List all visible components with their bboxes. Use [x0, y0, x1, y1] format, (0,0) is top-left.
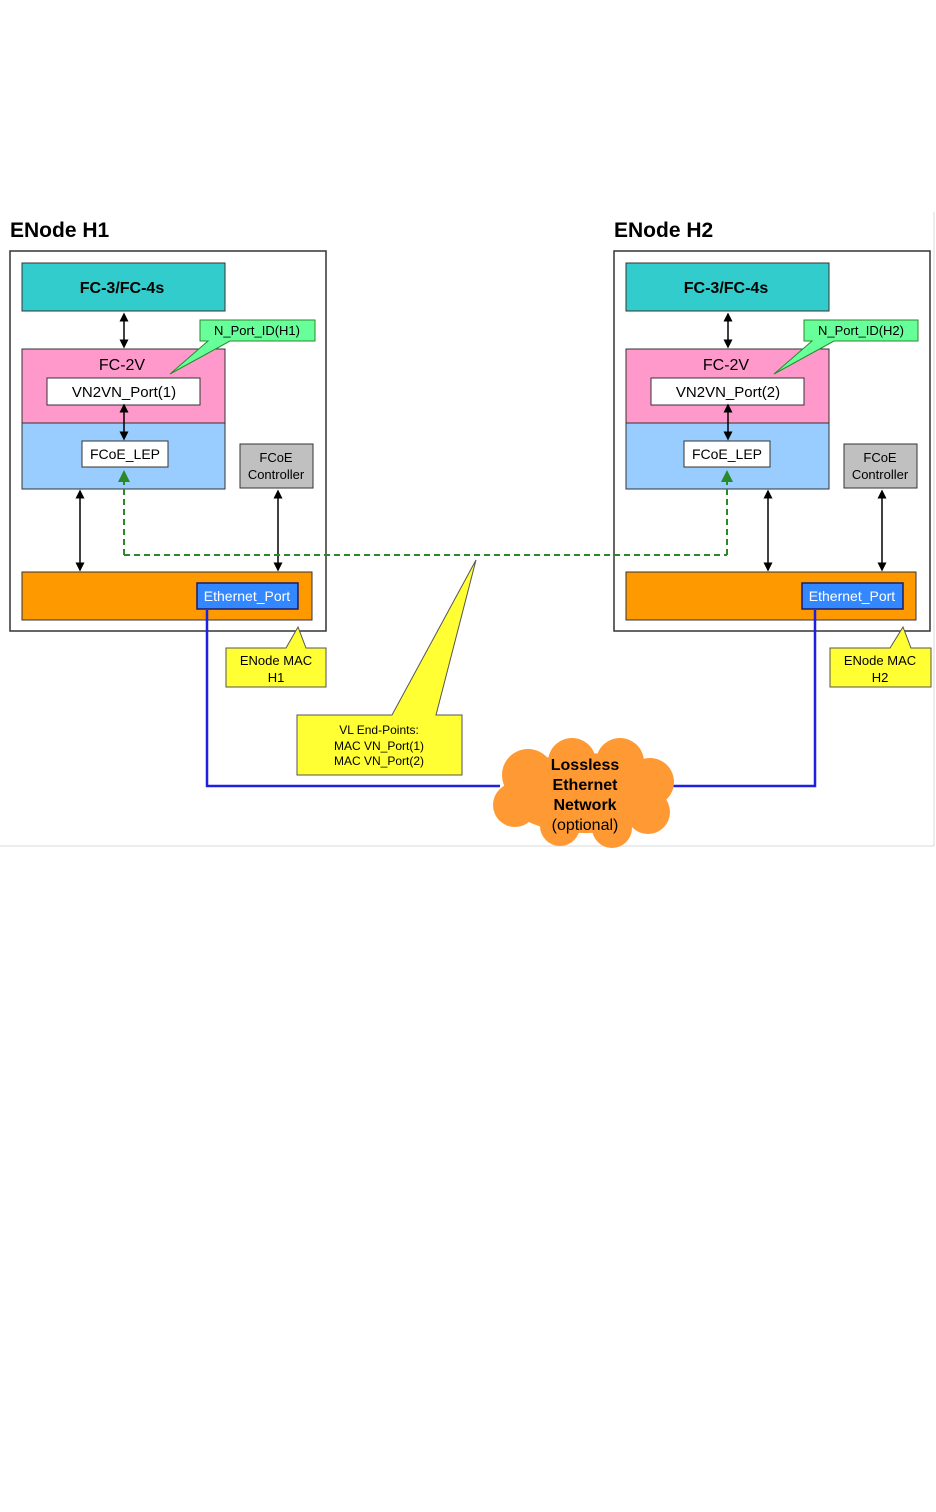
h2-fc34-box — [625, 262, 830, 312]
cloud-line-4: (optional) — [552, 817, 619, 834]
h1-lep-label: FCoE_LEP — [90, 446, 160, 462]
h1-controller-box — [239, 443, 314, 489]
h2-mac-label-1: ENode MAC — [844, 653, 916, 668]
vl-endpoints-callout — [296, 559, 477, 776]
h2-lep-box — [683, 440, 771, 468]
h2-fc34-label: FC-3/FC-4s — [684, 280, 769, 297]
h1-mac-label-2: H1 — [268, 670, 285, 685]
h2-fc2v-label: FC-2V — [703, 357, 750, 374]
h1-physical-link — [205, 610, 500, 788]
h2-controller-box — [843, 443, 918, 489]
h1-vn2vn-label: VN2VN_Port(1) — [72, 384, 176, 401]
enode-h1-title: ENode H1 — [10, 219, 110, 242]
h1-mac-label-1: ENode MAC — [240, 653, 312, 668]
h2-controller-label-2: Controller — [852, 467, 909, 482]
lossless-ethernet-cloud: Lossless Ethernet Network (optional) — [493, 738, 674, 848]
cloud-line-2: Ethernet — [553, 777, 619, 794]
enode-h1: ENode H1 FC-3/FC-4s FC-2V VN2VN_Port(1) … — [9, 219, 327, 688]
h1-ethernet-port-box — [196, 582, 299, 610]
h1-fc34-label: FC-3/FC-4s — [80, 280, 165, 297]
vl-endpoints-line-1: VL End-Points: — [339, 723, 419, 737]
h1-controller-label-2: Controller — [248, 467, 305, 482]
h1-lep-box — [81, 440, 169, 468]
cloud-line-3: Network — [553, 797, 616, 814]
h1-nport-label: N_Port_ID(H1) — [214, 323, 300, 338]
h1-ethernet-port-label: Ethernet_Port — [204, 588, 290, 604]
h1-nport-callout — [169, 319, 316, 375]
cloud-line-1: Lossless — [551, 757, 620, 774]
enode-h2: ENode H2 FC-3/FC-4s FC-2V VN2VN_Port(2) … — [613, 219, 932, 688]
vl-endpoints-line-2: MAC VN_Port(1) — [334, 739, 424, 753]
h2-lep-label: FCoE_LEP — [692, 446, 762, 462]
h2-ethernet-port-box — [801, 582, 904, 610]
h2-physical-link — [670, 610, 817, 788]
enode-h2-title: ENode H2 — [614, 219, 713, 242]
h2-mac-callout — [829, 625, 932, 688]
h1-fc34-box — [21, 262, 226, 312]
h2-vn2vn-label: VN2VN_Port(2) — [676, 384, 780, 401]
h2-nport-callout — [773, 319, 919, 375]
h2-mac-label-2: H2 — [872, 670, 889, 685]
h1-controller-label-1: FCoE — [259, 450, 293, 465]
h2-controller-label-1: FCoE — [863, 450, 897, 465]
h1-mac-callout — [225, 625, 327, 688]
h2-ethernet-port-label: Ethernet_Port — [809, 588, 895, 604]
h2-nport-label: N_Port_ID(H2) — [818, 323, 904, 338]
vl-endpoints-line-3: MAC VN_Port(2) — [334, 754, 424, 768]
h2-vn2vn-box — [650, 377, 805, 406]
h1-fc2v-label: FC-2V — [99, 357, 146, 374]
